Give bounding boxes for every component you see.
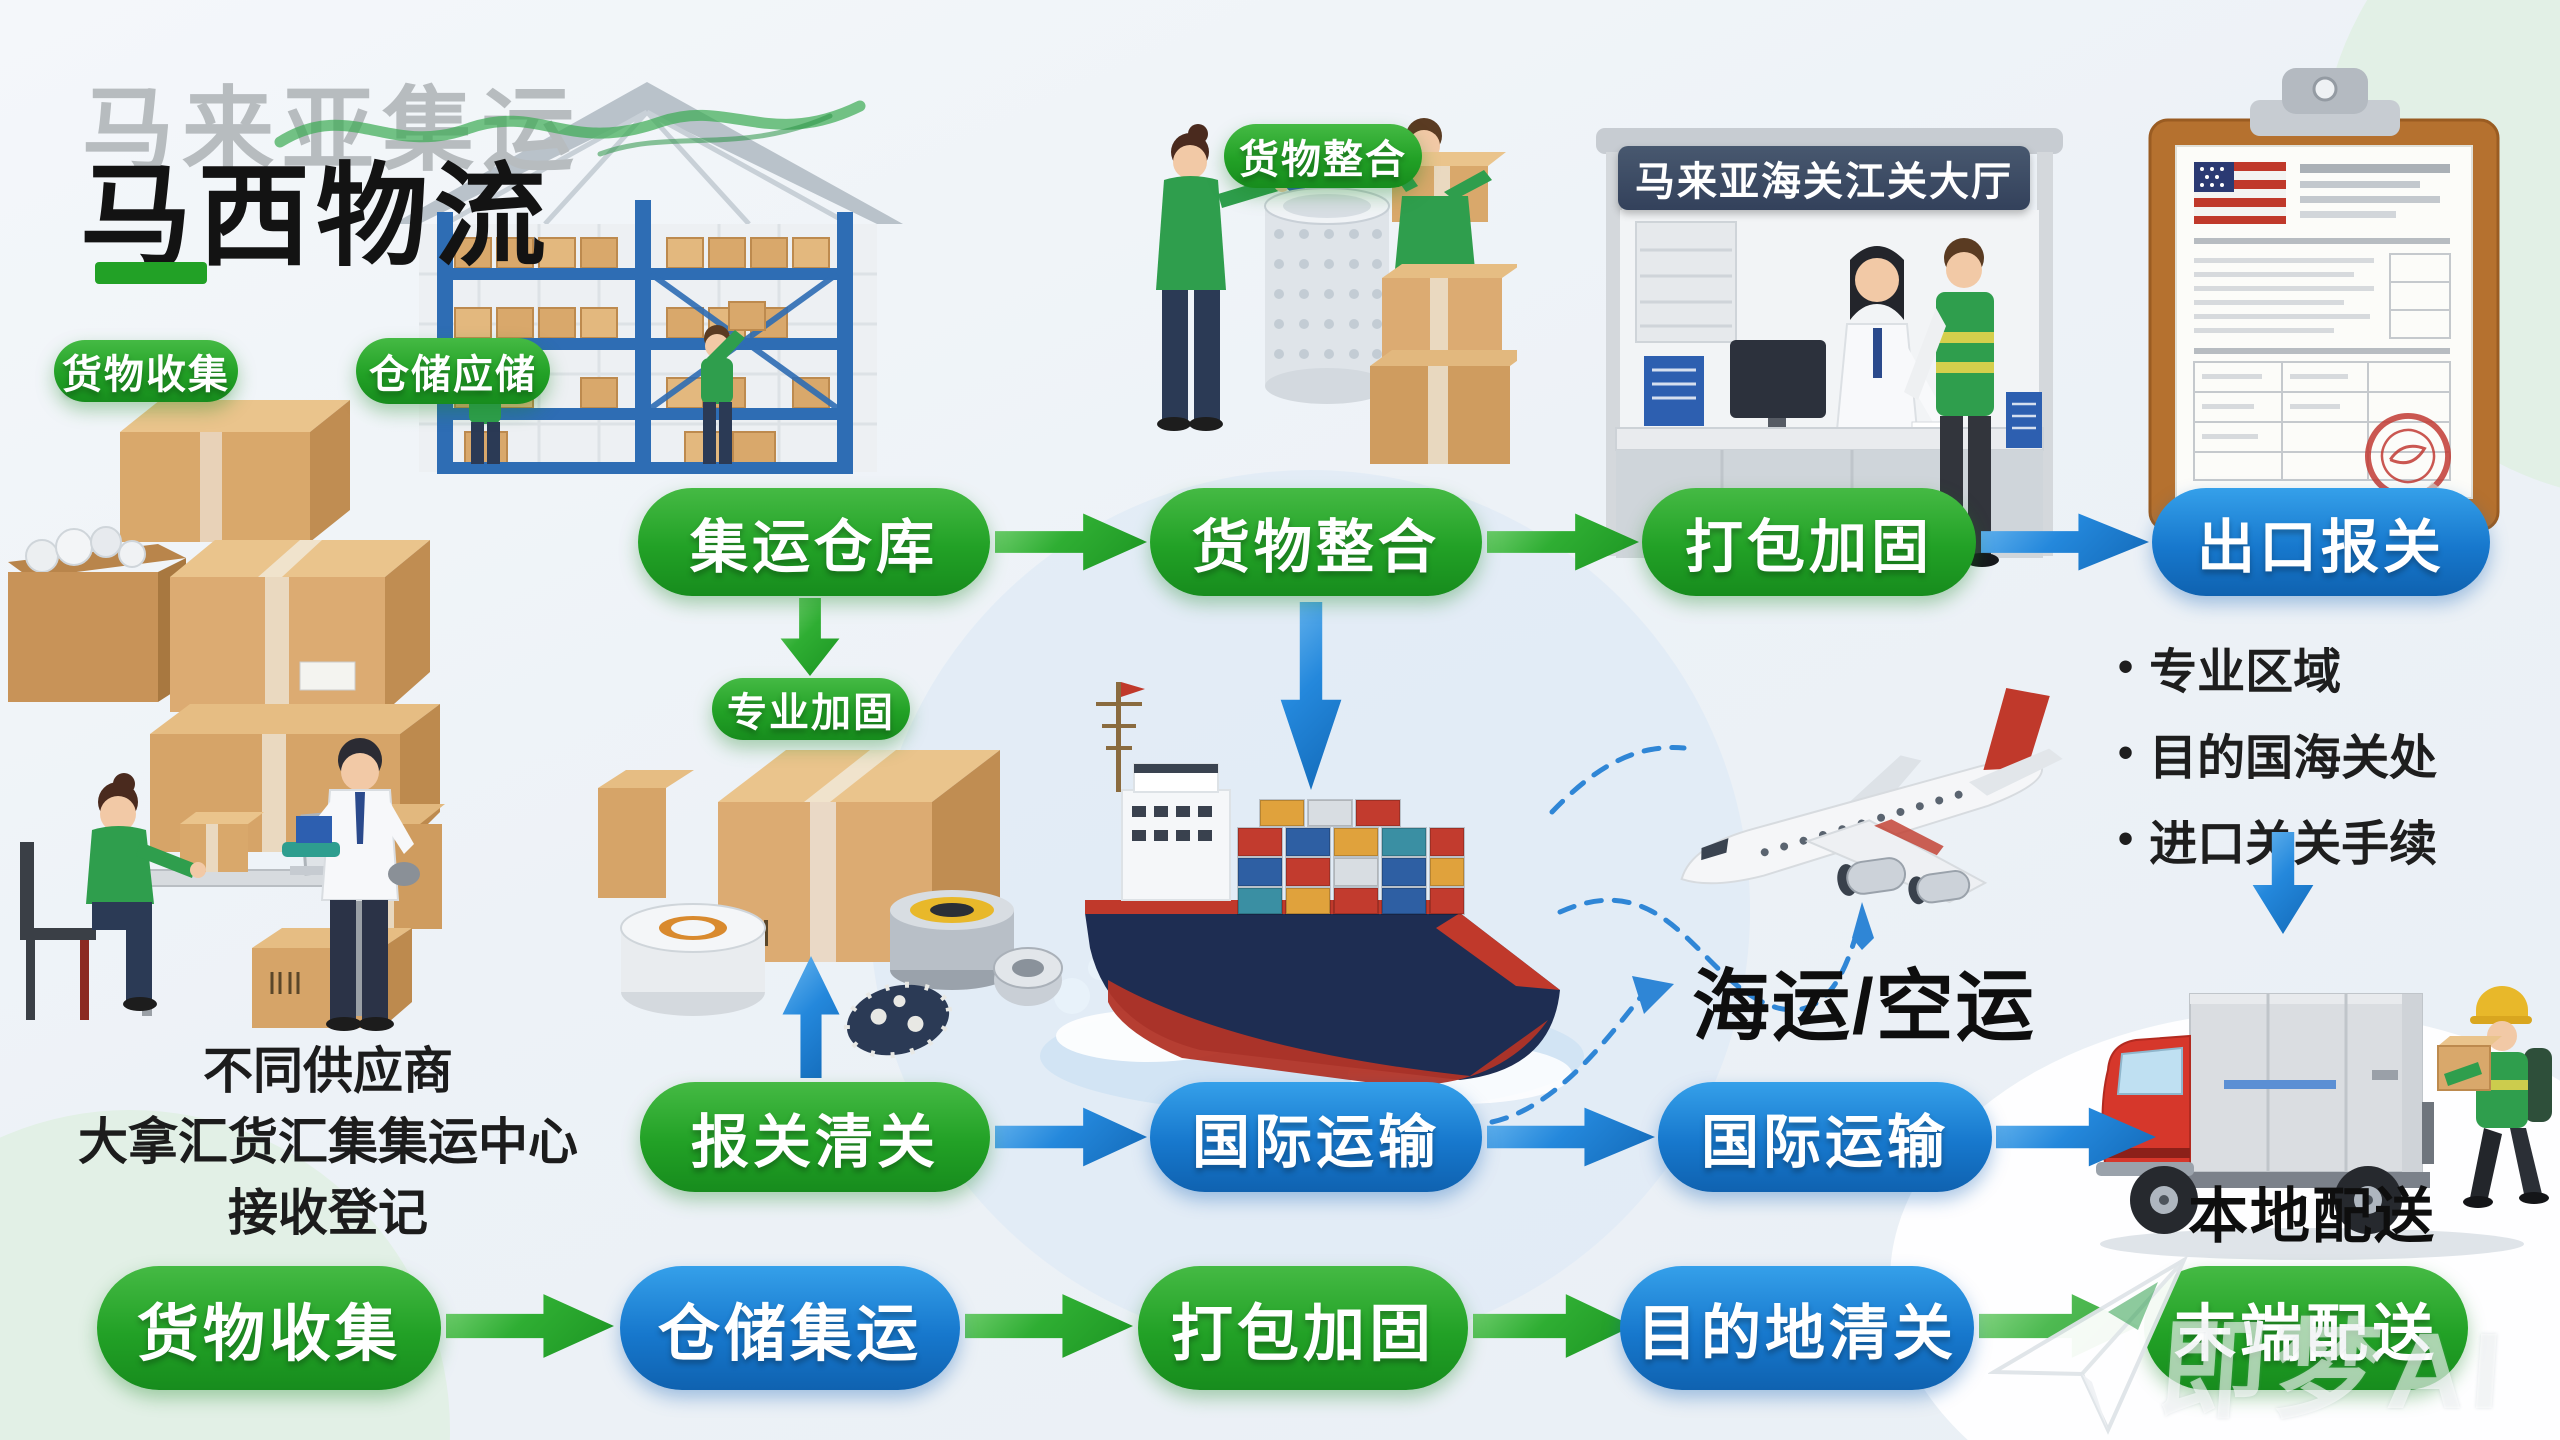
flow1-cargo-consolidation: 货物整合 [1150,488,1482,596]
flow1-consolidation-warehouse: 集运仓库 [638,488,990,596]
cargo-collection-illustration [8,400,445,1031]
customs-hall-sign: 马来亚海关江关大厅 [1618,146,2030,210]
flow3-packing-reinforce: 打包加固 [1138,1266,1468,1390]
flow3-last-mile-delivery: 末端配送 [2144,1266,2468,1390]
supplier-note-line3: 接收登记 [228,1185,428,1241]
title-underline [95,262,207,284]
supplier-note-line1: 不同供应商 [203,1043,453,1099]
flow3-destination-clearance: 目的地清关 [1620,1266,1974,1390]
flow2-international-transport-2: 国际运输 [1658,1082,1992,1192]
import-customs-bullets: 专业区域 目的国海关处 进口关关手续 [2118,632,2437,874]
flow2-customs-clearance: 报关清关 [640,1082,990,1192]
flow3-cargo-collect: 货物收集 [97,1266,441,1390]
flow2-international-transport-1: 国际运输 [1150,1082,1482,1192]
title-ghost: 马来亚集运 [82,80,583,182]
label-pro-reinforce: 专业加固 [712,678,910,740]
flow3-warehouse-consolidation: 仓储集运 [620,1266,960,1390]
export-declaration-clipboard [2148,68,2500,532]
sea-air-transport-label: 海运/空运 [1692,962,2036,1050]
reinforce-packing-illustration [598,750,1063,1059]
cargo-plane-illustration [1680,688,2063,905]
bullet-destination-customs-text: 目的国海关处 [2149,732,2438,785]
paper-plane-watermark-icon [1988,1255,2189,1435]
flow1-packing-reinforce: 打包加固 [1642,488,1976,596]
bullet-pro-area: 专业区域 [2118,632,2437,702]
label-cargo-consolidate: 货物整合 [1224,124,1422,188]
bullet-pro-area-text: 专业区域 [2149,646,2342,699]
cargo-ship-illustration [1040,682,1584,1114]
supplier-note: 不同供应商 大拿汇货汇集集运中心 接收登记 [8,1036,648,1249]
label-warehouse-storage: 仓储应储 [356,338,550,404]
bullet-destination-customs: 目的国海关处 [2118,718,2437,788]
title-main: 马西物流 [80,154,552,279]
flow1-export-declaration: 出口报关 [2152,488,2490,596]
watermark: 即梦AI [2155,1310,2512,1431]
supplier-note-line2: 大拿汇货汇集集运中心 [78,1114,578,1170]
local-delivery-label: 本地配送 [2188,1183,2436,1250]
label-cargo-collect: 货物收集 [54,340,238,402]
delivery-truck-illustration [2096,986,2552,1260]
script-flourish-decoration [274,100,866,157]
